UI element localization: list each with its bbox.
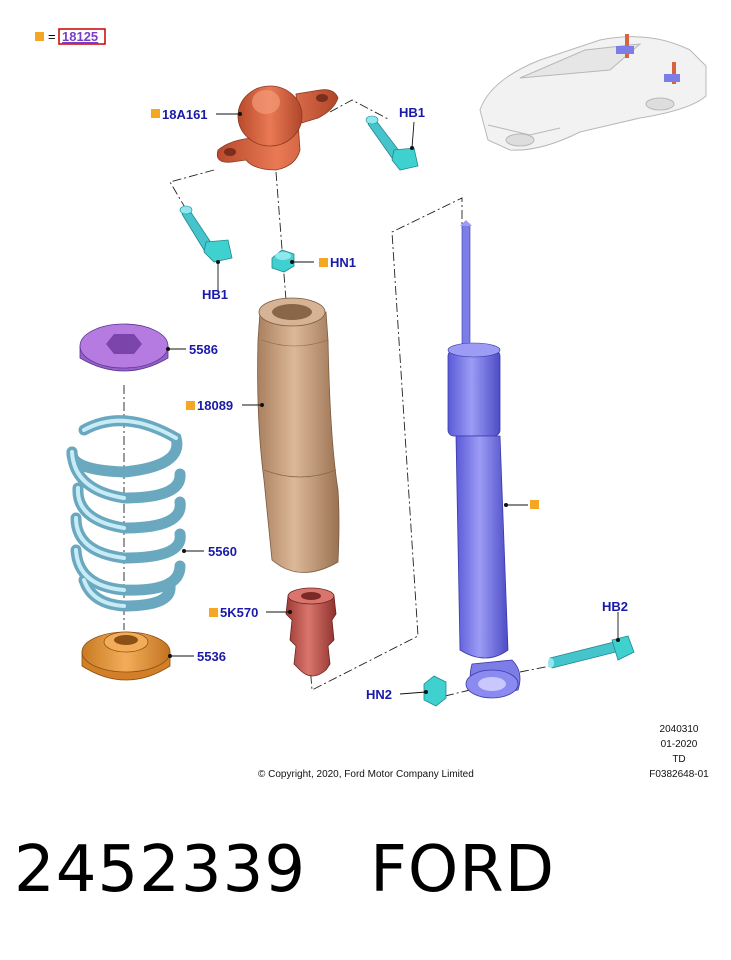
meta-date: 01-2020	[661, 739, 698, 750]
nut-hn2	[423, 675, 447, 707]
brand-name: FORD	[370, 833, 555, 907]
top-mount	[216, 85, 339, 171]
meta-figure: F0382648-01	[649, 769, 709, 780]
legend-equals: =	[48, 29, 56, 44]
footer-title: 2452339 FORD	[14, 838, 555, 902]
callout-dots	[166, 112, 620, 694]
legend-ref-box	[58, 28, 106, 45]
legend-ref[interactable]: 18125	[62, 29, 98, 44]
label-mount[interactable]: 18A161	[162, 107, 208, 122]
label-hb1-left[interactable]: HB1	[202, 287, 228, 302]
label-bumper[interactable]: 5K570	[220, 605, 258, 620]
label-hb2[interactable]: HB2	[602, 599, 628, 614]
label-boot[interactable]: 18089	[197, 398, 233, 413]
coil-spring-highlight	[70, 418, 178, 608]
part-number: 2452339	[14, 833, 307, 907]
marker-boot	[186, 401, 195, 410]
bump-stop	[285, 587, 337, 677]
marker-mount	[151, 109, 160, 118]
lower-spring-seat	[81, 631, 171, 681]
service-markers	[151, 109, 539, 617]
label-spring[interactable]: 5560	[208, 544, 237, 559]
bolt-hb1-top	[365, 115, 419, 171]
label-hb1-top[interactable]: HB1	[399, 105, 425, 120]
car-thumbnail-icon	[479, 34, 707, 151]
legend-marker	[35, 32, 44, 41]
marker-hn1	[319, 258, 328, 267]
marker-shock	[530, 500, 539, 509]
shock-absorber	[447, 220, 521, 699]
marker-bumper	[209, 608, 218, 617]
upper-spring-seat	[79, 323, 169, 372]
label-seat-upper[interactable]: 5586	[189, 342, 218, 357]
callout-lines	[168, 113, 619, 695]
label-hn2[interactable]: HN2	[366, 687, 392, 702]
nut-hn1	[271, 249, 295, 273]
label-seat-lower[interactable]: 5536	[197, 649, 226, 664]
dust-boot	[257, 297, 340, 573]
bolt-hb1-left	[179, 205, 233, 263]
legend: = 18125	[35, 28, 106, 45]
meta-td: TD	[672, 754, 685, 765]
meta-code: 2040310	[660, 724, 699, 735]
label-hn1[interactable]: HN1	[330, 255, 356, 270]
bolt-hb2	[548, 635, 635, 669]
copyright: © Copyright, 2020, Ford Motor Company Li…	[258, 769, 474, 780]
